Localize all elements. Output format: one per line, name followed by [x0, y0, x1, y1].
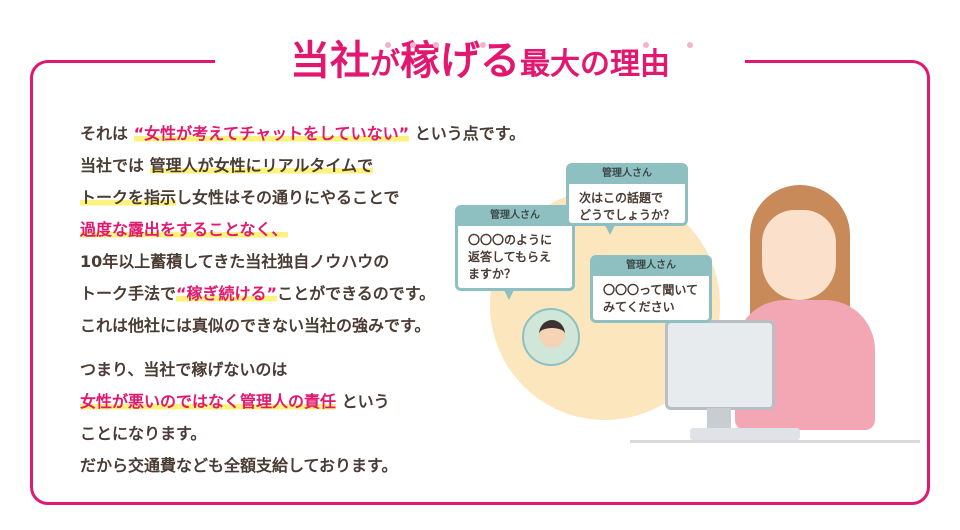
text: ことができるのです。 [277, 284, 436, 303]
operator-avatar [522, 308, 580, 366]
text-line: つまり、当社で稼げないのは [80, 354, 525, 386]
bubble-text: ますか？ [468, 267, 517, 281]
title-part: 当社 [290, 38, 370, 84]
text: それは [80, 124, 134, 143]
text: という点です。 [409, 124, 526, 143]
page-title: 当社が稼げる最大の理由 [215, 28, 745, 88]
title-part: 稼げる [400, 38, 520, 84]
text: だから交通費なども全額支給しております。 [80, 456, 398, 475]
text: し女性はその通りにやることで [176, 188, 400, 207]
text-line: トーク手法で“稼ぎ続ける”ことができるのです。 [80, 278, 525, 310]
highlight-text: 過度な露出をすることなく、 [80, 220, 288, 239]
bubble-text: みてください [603, 300, 675, 314]
text-line: それは “女性が考えてチャットをしていない” という点です。 [80, 118, 525, 150]
text-line: ことになります。 [80, 418, 525, 450]
bubble-header: 管理人さん [458, 208, 572, 226]
text-line: 女性が悪いのではなく管理人の責任 という [80, 386, 525, 418]
chat-bubble: 管理人さん 〇〇〇のように返答してもらえますか？ [455, 205, 575, 300]
bubble-text: どうでしょうか？ [579, 208, 676, 222]
emphasis-dot [480, 42, 486, 48]
highlight-text: 女性が悪いのではなく管理人の責任 [80, 392, 337, 411]
text-line: だから交通費なども全額支給しております。 [80, 450, 525, 482]
keyboard-icon [690, 428, 800, 440]
text: これは他社には真似のできない当社の強みです。 [80, 316, 431, 335]
text: 当社では [80, 156, 150, 175]
text-line: 10年以上蓄積してきた当社独自ノウハウの [80, 246, 525, 278]
illustration: 管理人さん 〇〇〇のように返答してもらえますか？ 管理人さん 次はこの話題でどう… [450, 150, 920, 450]
chat-bubble: 管理人さん 次はこの話題でどうでしょうか？ [566, 163, 688, 235]
bubble-text: 〇〇〇のように [468, 233, 553, 247]
title-part: 最大の理由 [520, 47, 670, 82]
text-line: これは他社には真似のできない当社の強みです。 [80, 310, 525, 342]
monitor-icon [665, 320, 775, 410]
text-line: トークを指示し女性はその通りにやることで [80, 182, 525, 214]
text: トーク手法で [80, 284, 177, 303]
text: つまり、当社で稼げないのは [80, 360, 288, 379]
highlight-text: 管理人が女性にリアルタイムで [149, 156, 374, 175]
title-part: が [370, 47, 400, 82]
emphasis-dot [385, 42, 391, 48]
text-line: 過度な露出をすることなく、 [80, 214, 525, 246]
text: ことになります。 [80, 424, 207, 443]
bubble-text: 〇〇〇って聞いて [603, 283, 699, 297]
emphasis-dot [433, 42, 439, 48]
emphasis-dot [687, 42, 693, 48]
bubble-header: 管理人さん [569, 166, 685, 184]
emphasis-dot [643, 42, 649, 48]
text-line: 当社では 管理人が女性にリアルタイムで [80, 150, 525, 182]
bubble-text: 次はこの話題で [579, 191, 664, 205]
text: 10年以上蓄積してきた当社独自ノウハウの [80, 252, 390, 271]
emphasis-dot [410, 42, 416, 48]
text: という [336, 392, 390, 411]
bubble-header: 管理人さん [593, 258, 709, 276]
bubble-text: 返答してもらえ [468, 250, 552, 264]
chat-bubble: 管理人さん 〇〇〇って聞いてみてください [590, 255, 712, 323]
highlight-text: “女性が考えてチャットをしていない” [133, 124, 410, 143]
highlight-text: トークを指示 [80, 188, 177, 207]
highlight-text: “稼ぎ続ける” [176, 284, 278, 303]
body-text: それは “女性が考えてチャットをしていない” という点です。 当社では 管理人が… [80, 118, 525, 482]
